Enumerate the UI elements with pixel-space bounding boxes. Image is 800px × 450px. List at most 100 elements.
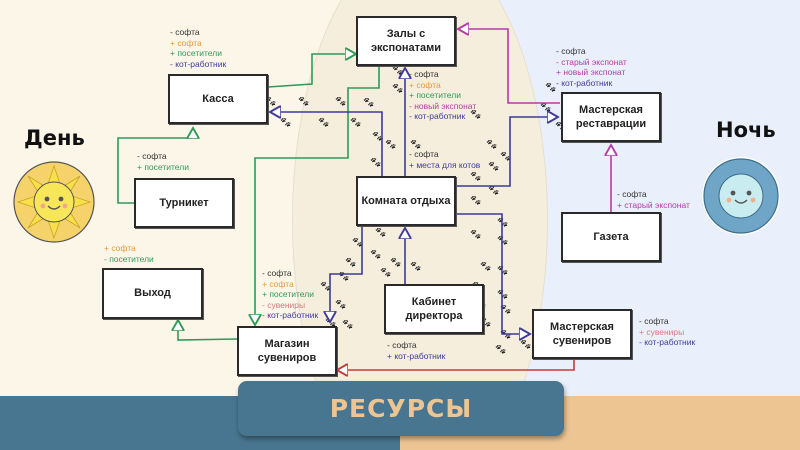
- note-line: + старый экспонат: [617, 199, 690, 210]
- paw-print-icon: 🐾: [375, 227, 387, 237]
- note-line: - софта: [137, 151, 167, 161]
- note-line: + софта: [409, 79, 441, 90]
- note-line: - софта: [409, 69, 439, 79]
- node-restoration[interactable]: Мастерская реставрации: [561, 92, 661, 142]
- note-line: - кот-работник: [556, 77, 613, 88]
- paw-print-icon: 🐾: [392, 83, 404, 93]
- paw-print-icon: 🐾: [380, 267, 392, 277]
- edge-turnstile-to-kassa: [117, 128, 193, 204]
- paw-print-icon: 🐾: [265, 96, 277, 106]
- moon-icon: [702, 157, 780, 235]
- paw-print-icon: 🐾: [486, 139, 498, 149]
- note-line: + посетители: [262, 289, 314, 299]
- node-souvenir-workshop[interactable]: Мастерская сувениров: [532, 309, 632, 359]
- note-line: + софта: [104, 243, 136, 253]
- node-souvenir-shop[interactable]: Магазин сувениров: [237, 326, 337, 376]
- night-title: Ночь: [716, 118, 776, 142]
- node-souvenir-workshop-label: Мастерская сувениров: [550, 320, 614, 347]
- note-line: + посетители: [137, 161, 189, 172]
- sun-icon: [13, 161, 95, 243]
- edge-workshop-to-shop: [337, 359, 575, 370]
- node-director[interactable]: Кабинет директора: [384, 284, 484, 334]
- node-director-label: Кабинет директора: [405, 295, 463, 322]
- node-rest-room-label: Комната отдыха: [361, 194, 451, 207]
- note-line: + посетители: [409, 90, 461, 100]
- note-line: + места для котов: [409, 159, 481, 170]
- paw-print-icon: 🐾: [352, 237, 364, 247]
- paw-print-icon: 🐾: [500, 304, 512, 314]
- paw-print-icon: 🐾: [370, 249, 382, 259]
- paw-print-icon: 🐾: [338, 271, 350, 281]
- paw-print-icon: 🐾: [500, 151, 512, 161]
- paw-print-icon: 🐾: [392, 65, 404, 75]
- node-exit-label: Выход: [134, 287, 171, 300]
- edge-shop-to-exit: [178, 320, 238, 341]
- paw-print-icon: 🐾: [488, 161, 500, 171]
- paw-print-icon: 🐾: [342, 319, 354, 329]
- note-line: - кот-работник: [170, 58, 227, 69]
- paw-print-icon: 🐾: [520, 339, 532, 349]
- day-title: День: [24, 126, 85, 150]
- paw-print-icon: 🐾: [385, 139, 397, 149]
- note-line: - кот-работник: [639, 337, 696, 347]
- note-exit: + софта- посетители: [104, 243, 154, 264]
- node-newspaper[interactable]: Газета: [561, 212, 661, 262]
- note-line: - софта: [262, 268, 292, 278]
- node-restoration-label: Мастерская реставрации: [575, 103, 647, 130]
- node-souvenir-shop-label: Магазин сувениров: [257, 337, 317, 364]
- note-line: - кот-работник: [409, 111, 466, 121]
- paw-print-icon: 🐾: [372, 131, 384, 141]
- node-kassa-label: Касса: [202, 92, 234, 105]
- paw-print-icon: 🐾: [363, 97, 375, 107]
- note-halls: - софта+ софта+ посетители- новый экспон…: [409, 69, 476, 122]
- note-line: + кот-работник: [387, 350, 446, 361]
- resources-banner-label: РЕСУРСЫ: [329, 394, 473, 423]
- paw-print-icon: 🐾: [470, 229, 482, 239]
- paw-print-icon: 🐾: [410, 139, 422, 149]
- note-souvenir-shop: - софта+ софта+ посетители- сувениры- ко…: [262, 268, 318, 321]
- paw-print-icon: 🐾: [480, 317, 492, 327]
- paw-print-icon: 🐾: [390, 257, 402, 267]
- note-turnstile: - софта+ посетители: [137, 151, 189, 172]
- note-line: - сувениры: [262, 299, 306, 310]
- paw-print-icon: 🐾: [280, 117, 292, 127]
- note-line: - кот-работник: [262, 310, 319, 320]
- paw-print-icon: 🐾: [480, 261, 492, 271]
- paw-print-icon: 🐾: [470, 171, 482, 181]
- paw-print-icon: 🐾: [545, 82, 557, 92]
- note-line: + посетители: [170, 48, 222, 58]
- note-director: - софта+ кот-работник: [387, 340, 445, 361]
- paw-print-icon: 🐾: [410, 261, 422, 271]
- paw-print-icon: 🐾: [335, 299, 347, 309]
- note-rest-room: - софта+ места для котов: [409, 149, 480, 170]
- note-line: - посетители: [104, 253, 154, 264]
- note-line: + софта: [170, 37, 202, 48]
- note-line: + новый экспонат: [556, 67, 626, 77]
- edge-restoration-to-halls: [458, 29, 560, 104]
- node-turnstile[interactable]: Турникет: [134, 178, 234, 228]
- node-turnstile-label: Турникет: [159, 196, 209, 209]
- node-rest-room[interactable]: Комната отдыха: [356, 176, 456, 226]
- paw-print-icon: 🐾: [318, 117, 330, 127]
- edge-kassa-to-halls: [267, 54, 356, 88]
- node-halls[interactable]: Залы с экспонатами: [356, 16, 456, 66]
- paw-print-icon: 🐾: [555, 122, 566, 131]
- paw-print-icon: 🐾: [495, 344, 507, 354]
- note-restoration: - софта- старый экспонат+ новый экспонат…: [556, 46, 627, 88]
- note-line: - софта: [170, 27, 200, 37]
- note-line: - старый экспонат: [556, 56, 627, 67]
- edge-rest-to-shop: [330, 224, 363, 322]
- note-line: - софта: [639, 316, 669, 326]
- note-line: - софта: [556, 46, 586, 56]
- paw-print-icon: 🐾: [540, 102, 552, 112]
- node-halls-label: Залы с экспонатами: [370, 27, 442, 54]
- paw-print-icon: 🐾: [298, 96, 310, 106]
- note-line: + софта: [262, 278, 294, 289]
- node-newspaper-label: Газета: [593, 230, 629, 243]
- node-kassa[interactable]: Касса: [168, 74, 268, 124]
- edge-halls-to-shop: [255, 66, 380, 325]
- note-line: - новый экспонат: [409, 100, 477, 111]
- note-line: - софта: [387, 340, 417, 350]
- node-exit[interactable]: Выход: [102, 268, 203, 319]
